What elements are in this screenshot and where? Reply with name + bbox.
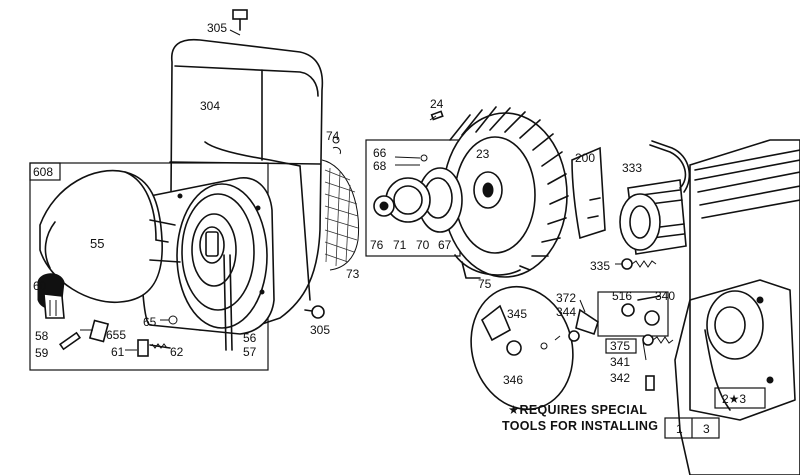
label-655: 655	[106, 328, 126, 342]
label-73: 73	[346, 267, 360, 281]
note-line-2: TOOLS FOR INSTALLING	[502, 419, 658, 433]
label-200: 200	[575, 151, 595, 165]
clutch-parts	[373, 154, 463, 233]
breaker-points	[568, 291, 674, 391]
tool-box-2-3	[714, 387, 766, 409]
label-3: 3	[703, 422, 710, 436]
label-65: 65	[143, 315, 157, 329]
bolt-top	[232, 9, 248, 31]
label-305-right: 305	[310, 323, 330, 337]
rotating-screen	[321, 136, 360, 271]
label-346: 346	[503, 373, 523, 387]
bolt-right	[304, 305, 325, 319]
note-line-1: ★REQUIRES SPECIAL	[508, 403, 647, 417]
label-58: 58	[35, 329, 49, 343]
label-608: 608	[33, 165, 53, 179]
starter-cup	[39, 169, 181, 303]
label-344: 344	[556, 305, 576, 319]
label-333: 333	[622, 161, 642, 175]
label-342: 342	[610, 371, 630, 385]
label-23: 23	[476, 147, 490, 161]
label-305-top: 305	[207, 21, 227, 35]
label-66: 66	[373, 146, 387, 160]
label-59: 59	[35, 346, 49, 360]
label-1: 1	[676, 422, 683, 436]
label-516: 516	[612, 289, 632, 303]
leader-lines	[80, 29, 650, 377]
label-62: 62	[170, 345, 184, 359]
starter-handle	[37, 221, 65, 319]
label-75: 75	[478, 277, 492, 291]
label-61: 61	[111, 345, 125, 359]
starter-housing	[140, 177, 275, 351]
label-67: 67	[438, 238, 452, 252]
label-340: 340	[655, 289, 675, 303]
label-345: 345	[507, 307, 527, 321]
engine-block	[674, 139, 800, 475]
armature	[619, 140, 691, 270]
label-71: 71	[393, 238, 407, 252]
breaker-cover	[470, 285, 574, 411]
label-55: 55	[90, 236, 104, 251]
starter-small-parts	[58, 315, 178, 357]
label-70: 70	[416, 238, 430, 252]
label-60: 60	[33, 279, 47, 293]
flywheel-shield	[571, 146, 606, 240]
label-2-star-3: 2★3	[722, 392, 746, 406]
special-tools-note: ★REQUIRES SPECIAL TOOLS FOR INSTALLING	[502, 403, 658, 433]
label-76: 76	[370, 238, 384, 252]
label-372: 372	[556, 291, 576, 305]
label-68: 68	[373, 159, 387, 173]
label-56: 56	[243, 331, 257, 345]
label-74: 74	[326, 129, 340, 143]
label-24: 24	[430, 97, 444, 111]
label-341: 341	[610, 355, 630, 369]
part-labels: 305 304 608 55 60 58 59 655 61 62 65 56 …	[33, 21, 746, 436]
label-box-608	[29, 162, 61, 181]
label-57: 57	[243, 345, 257, 359]
label-375: 375	[610, 339, 630, 353]
label-335: 335	[590, 259, 610, 273]
label-304: 304	[200, 99, 220, 113]
